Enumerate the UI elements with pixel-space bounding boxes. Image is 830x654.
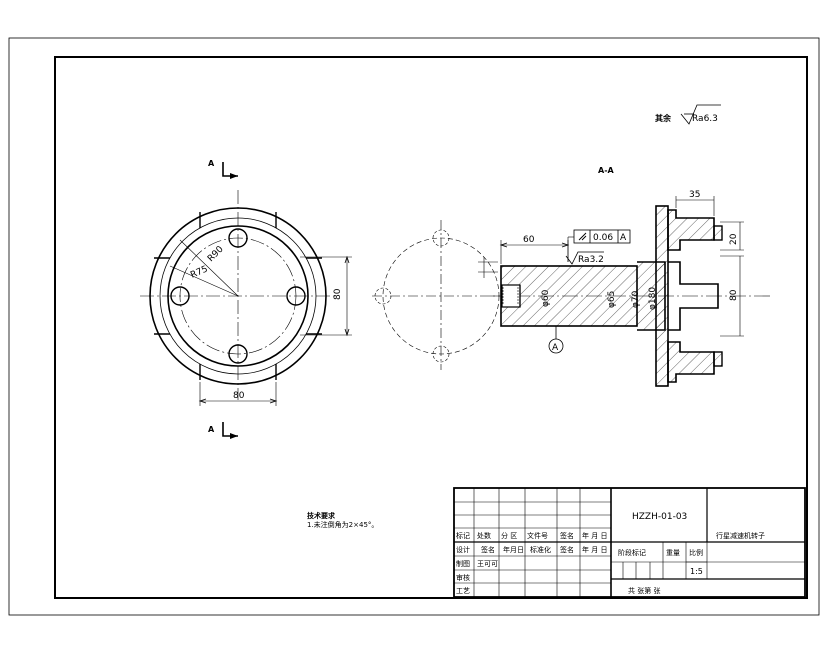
svg-text:年 月 日: 年 月 日 bbox=[582, 545, 607, 554]
dim-phi180: φ180 bbox=[648, 287, 658, 310]
svg-text:制图: 制图 bbox=[456, 559, 470, 568]
roughness-value: Ra6.3 bbox=[692, 114, 718, 124]
svg-text:处数: 处数 bbox=[477, 531, 491, 540]
svg-text:文件号: 文件号 bbox=[527, 531, 548, 540]
dim-phi60: φ60 bbox=[541, 289, 551, 307]
weight-label: 重量 bbox=[666, 549, 680, 557]
svg-text:签名: 签名 bbox=[560, 545, 574, 554]
scale-value: 1:5 bbox=[690, 567, 703, 576]
dim-phi65: φ65 bbox=[607, 291, 617, 308]
radius-inner-label: R75 bbox=[189, 264, 209, 280]
dim-width: 80 bbox=[233, 391, 245, 401]
datum-bubble: A bbox=[552, 343, 559, 353]
section-view: A-A bbox=[372, 166, 770, 387]
part-name: 行星减速机转子 bbox=[716, 531, 765, 540]
outer-sheet-border bbox=[8, 37, 820, 616]
roughness-note: 其余 bbox=[655, 113, 672, 123]
tolerance-frame bbox=[573, 229, 631, 244]
tolerance-value: 0.06 bbox=[593, 233, 613, 243]
perpendicularity-icon bbox=[578, 232, 587, 241]
tech-requirements-title: 技术要求 bbox=[307, 511, 336, 520]
dim-phi70: φ70 bbox=[631, 290, 641, 308]
svg-text:标记: 标记 bbox=[456, 531, 470, 540]
svg-text:审核: 审核 bbox=[456, 573, 470, 582]
svg-text:年 月 日: 年 月 日 bbox=[582, 531, 607, 540]
dim-length-60: 60 bbox=[523, 235, 535, 245]
dim-35: 35 bbox=[689, 190, 700, 200]
tech-requirements-item: 1.未注倒角为2×45°。 bbox=[307, 520, 378, 529]
section-marker-top: A bbox=[208, 159, 215, 168]
dim-80: 80 bbox=[729, 289, 739, 301]
front-view: A A R90 R75 80 bbox=[140, 159, 352, 439]
section-marker-bottom: A bbox=[208, 425, 215, 434]
sheets-label: 共 张第 张 bbox=[628, 586, 660, 595]
title-block-text: HZZH-01-03 行星减速机转子 标记 处数 分 区 文件号 签名 年 月 … bbox=[456, 512, 765, 595]
svg-text:分 区: 分 区 bbox=[501, 531, 517, 540]
drafter-name: 王可可 bbox=[477, 560, 498, 568]
svg-text:签名: 签名 bbox=[481, 545, 495, 554]
tolerance-datum: A bbox=[620, 233, 627, 243]
shaft-roughness-value: Ra3.2 bbox=[578, 255, 604, 265]
title-block bbox=[453, 487, 806, 598]
roughness-symbol-icon bbox=[680, 104, 721, 125]
general-roughness: 其余 Ra6.3 bbox=[655, 104, 721, 125]
svg-text:签名: 签名 bbox=[560, 531, 574, 540]
scale-label: 比例 bbox=[689, 548, 703, 557]
svg-text:工艺: 工艺 bbox=[456, 587, 470, 595]
radius-outer-label: R90 bbox=[206, 244, 226, 264]
section-view-label: A-A bbox=[598, 166, 615, 175]
shaft-roughness-icon bbox=[565, 251, 604, 265]
dim-20: 20 bbox=[729, 233, 739, 245]
dim-height: 80 bbox=[333, 288, 343, 300]
svg-text:年月日: 年月日 bbox=[503, 545, 524, 554]
stage-mark-label: 阶段标记 bbox=[618, 548, 646, 557]
drawing-number: HZZH-01-03 bbox=[632, 512, 687, 522]
svg-text:设计: 设计 bbox=[456, 545, 470, 554]
svg-text:标准化: 标准化 bbox=[530, 545, 551, 554]
drawing-frame bbox=[54, 56, 808, 599]
